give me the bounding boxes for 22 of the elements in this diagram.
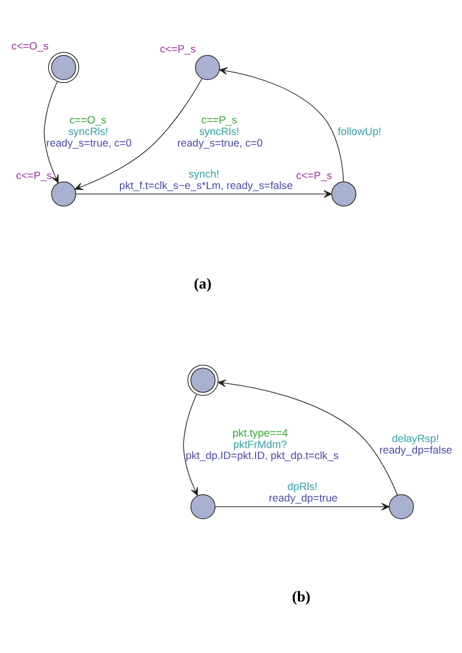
edge-label: ready_dp=true xyxy=(268,492,338,505)
edge-label: syncRls! xyxy=(199,126,240,138)
edge-label: ready_s=true, c=0 xyxy=(177,137,263,150)
edge-label: pktFrMdm? xyxy=(233,438,287,451)
edge-label: syncRls! xyxy=(68,126,108,138)
edge-label: dpRls! xyxy=(287,481,318,494)
edge-label: followUp! xyxy=(338,126,382,138)
edge-label: c==P_s xyxy=(201,114,238,127)
node-label: c<=P_s xyxy=(296,170,332,182)
label: (b) xyxy=(292,589,310,606)
label: (a) xyxy=(194,276,212,293)
edge-label: ready_dp=false xyxy=(379,444,452,456)
edge-label: pkt_f.t=clk_s−e_s*Lm, ready_s=false xyxy=(119,180,293,192)
edge-label: pkt.type==4 xyxy=(232,427,288,440)
edge-label: delayRsp! xyxy=(392,433,440,446)
edge-label: ready_s=true, c=0 xyxy=(46,137,132,150)
edge-label: synch! xyxy=(188,168,220,180)
node-label: c<=P_s xyxy=(16,170,52,182)
node-label: c<=P_s xyxy=(160,44,196,56)
edge-label: c==O_s xyxy=(69,114,106,127)
node-label: c<=O_s xyxy=(11,40,49,53)
edge-label: pkt_dp.ID=pkt.ID, pkt_dp.t=clk_s xyxy=(186,450,339,462)
